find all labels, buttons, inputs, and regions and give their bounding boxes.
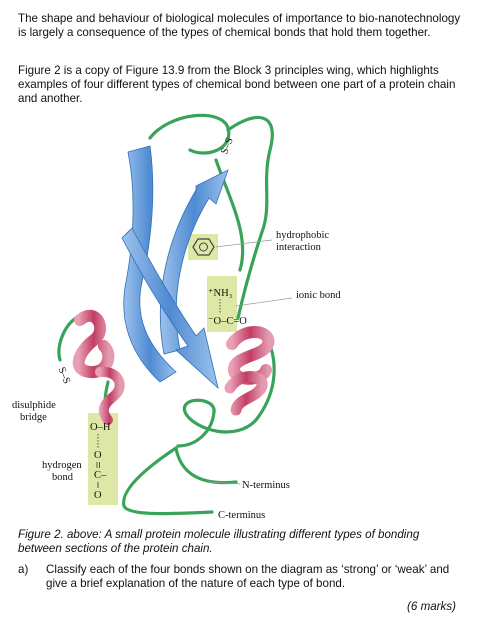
protein-bonding-figure: S–S S–S ⁺NH₃ ⁻O–C=O O–H O C– O hydrophob… — [12, 113, 341, 521]
hydrogen-highlight — [88, 413, 118, 505]
marks-label: (6 marks) — [407, 600, 456, 613]
lower-oxygen: O — [94, 490, 102, 501]
hydrogen-label-line2: bond — [52, 472, 74, 483]
hydrophobic-ring — [192, 238, 215, 256]
ionic-highlight-top — [207, 276, 237, 332]
figure-caption: Figure 2. above: A small protein molecul… — [18, 528, 420, 555]
disulphide-top-label: S–S — [219, 136, 236, 156]
c-terminus-label: C-terminus — [218, 510, 265, 521]
figure-reference-paragraph: Figure 2 is a copy of Figure 13.9 from t… — [18, 64, 456, 105]
leader-lines — [207, 239, 293, 485]
alpha-helix-left — [72, 309, 125, 425]
disulphide-label-line2: bridge — [20, 412, 47, 423]
carbonyl-oxygen: O — [94, 450, 102, 461]
disulphide-label-line1: disulphide — [12, 400, 56, 411]
n-terminus-label: N-terminus — [242, 480, 290, 491]
carbon-atom: C– — [94, 470, 107, 481]
carboxylate-group: ⁻O–C=O — [208, 316, 247, 327]
beta-sheet-strands — [121, 145, 229, 390]
intro-paragraph: The shape and behaviour of biological mo… — [18, 12, 461, 39]
question-number: a) — [18, 563, 29, 576]
ammonium-group: ⁺NH₃ — [208, 288, 233, 299]
ionic-label: ionic bond — [296, 290, 341, 301]
disulphide-left-label: S–S — [55, 366, 72, 386]
question-text: Classify each of the four bonds shown on… — [46, 563, 450, 590]
hydroxyl-group: O–H — [90, 422, 111, 433]
hydrogen-label-line1: hydrogen — [42, 460, 82, 471]
alpha-helix-right — [224, 325, 275, 416]
hydrophobic-label-line1: hydrophobic — [276, 230, 329, 241]
hydrophobic-label-line2: interaction — [276, 242, 322, 253]
